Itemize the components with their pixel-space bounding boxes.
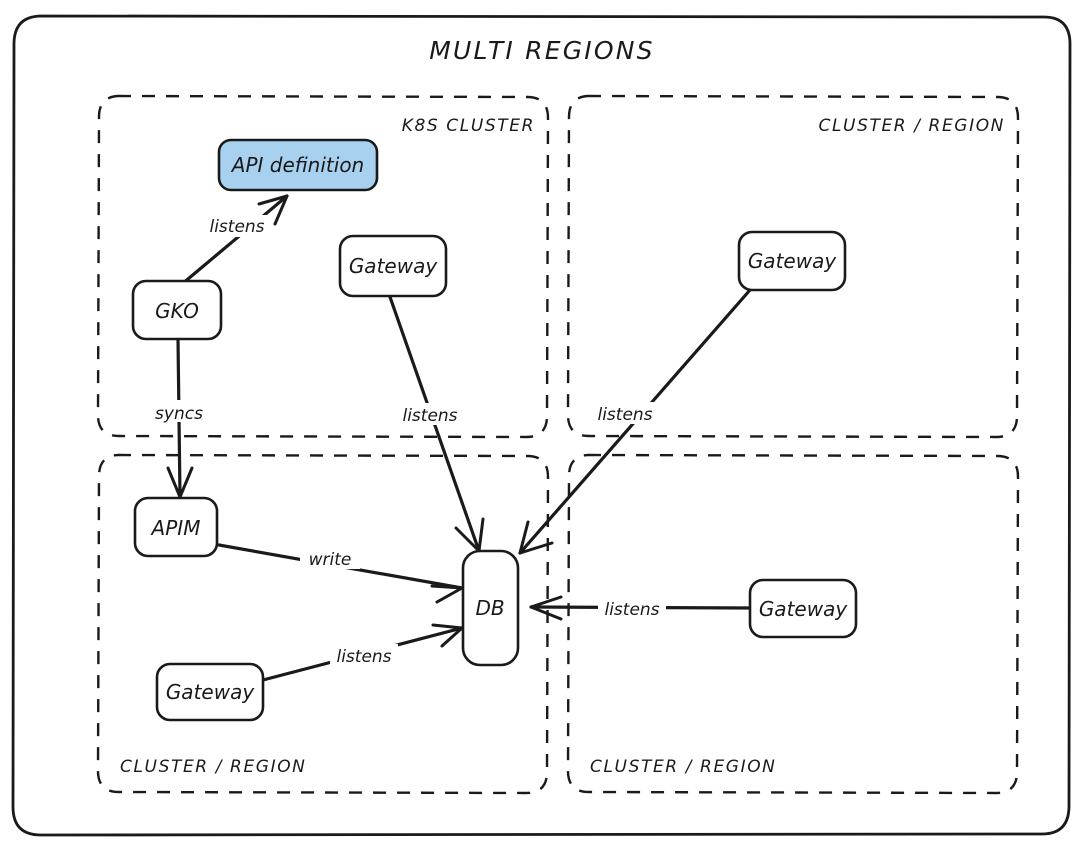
edge-label-listens-gko-api: listens — [209, 217, 264, 237]
cluster-label-region-bottom-right: CLUSTER / REGION — [590, 757, 777, 777]
edge-gateway-bottom-right-to-db: listens — [529, 595, 752, 621]
node-label-db: DB — [475, 596, 504, 620]
node-gateway-bottom-right[interactable]: Gateway — [748, 578, 858, 639]
node-label-gateway-bottom-right: Gateway — [759, 597, 849, 621]
cluster-label-k8s: K8S CLUSTER — [402, 116, 535, 136]
node-gateway-bottom-left[interactable]: Gateway — [155, 662, 265, 722]
edge-label-listens-gateway-top-right-db: listens — [597, 405, 652, 425]
node-api-definition[interactable]: API definition — [217, 138, 379, 192]
node-label-gateway-k8s: Gateway — [349, 254, 439, 278]
edge-gateway-bottom-left-to-db: listens — [261, 623, 464, 682]
edge-label-listens-gateway-k8s-db: listens — [402, 406, 457, 426]
cluster-label-region-bottom-left: CLUSTER / REGION — [120, 757, 307, 777]
node-gko[interactable]: GKO — [131, 279, 223, 341]
node-gateway-top-right[interactable]: Gateway — [737, 230, 847, 292]
node-db[interactable]: DB — [461, 549, 520, 667]
edge-gko-to-api-definition: listens — [180, 194, 289, 286]
cluster-box-k8s — [96, 94, 550, 439]
node-label-gateway-top-right: Gateway — [748, 249, 838, 273]
cluster-box-region-bottom-left — [96, 453, 550, 795]
outer-frame — [11, 14, 1072, 837]
edge-gateway-top-right-to-db: listens — [518, 288, 752, 555]
edge-label-listens-gateway-bottom-right-db: listens — [604, 600, 659, 620]
cluster-box-region-top-right — [566, 94, 1020, 439]
node-label-gko: GKO — [155, 299, 199, 323]
node-label-api-definition: API definition — [230, 153, 364, 177]
edge-label-write-apim-db: write — [309, 550, 352, 570]
edge-gateway-k8s-to-db: listens — [388, 295, 485, 553]
node-label-apim: APIM — [150, 516, 201, 540]
node-apim[interactable]: APIM — [133, 496, 219, 558]
node-label-gateway-bottom-left: Gateway — [166, 680, 256, 704]
cluster-box-region-bottom-right — [566, 453, 1020, 795]
edge-gko-to-apim: syncs — [148, 337, 210, 499]
edge-label-syncs-gko-apim: syncs — [155, 404, 203, 424]
edge-label-listens-gateway-bottom-left-db: listens — [336, 647, 391, 667]
cluster-label-region-top-right: CLUSTER / REGION — [819, 116, 1006, 136]
node-gateway-k8s[interactable]: Gateway — [338, 234, 448, 298]
edge-apim-to-db: write — [217, 543, 464, 604]
page-title: MULTI REGIONS — [429, 36, 654, 65]
